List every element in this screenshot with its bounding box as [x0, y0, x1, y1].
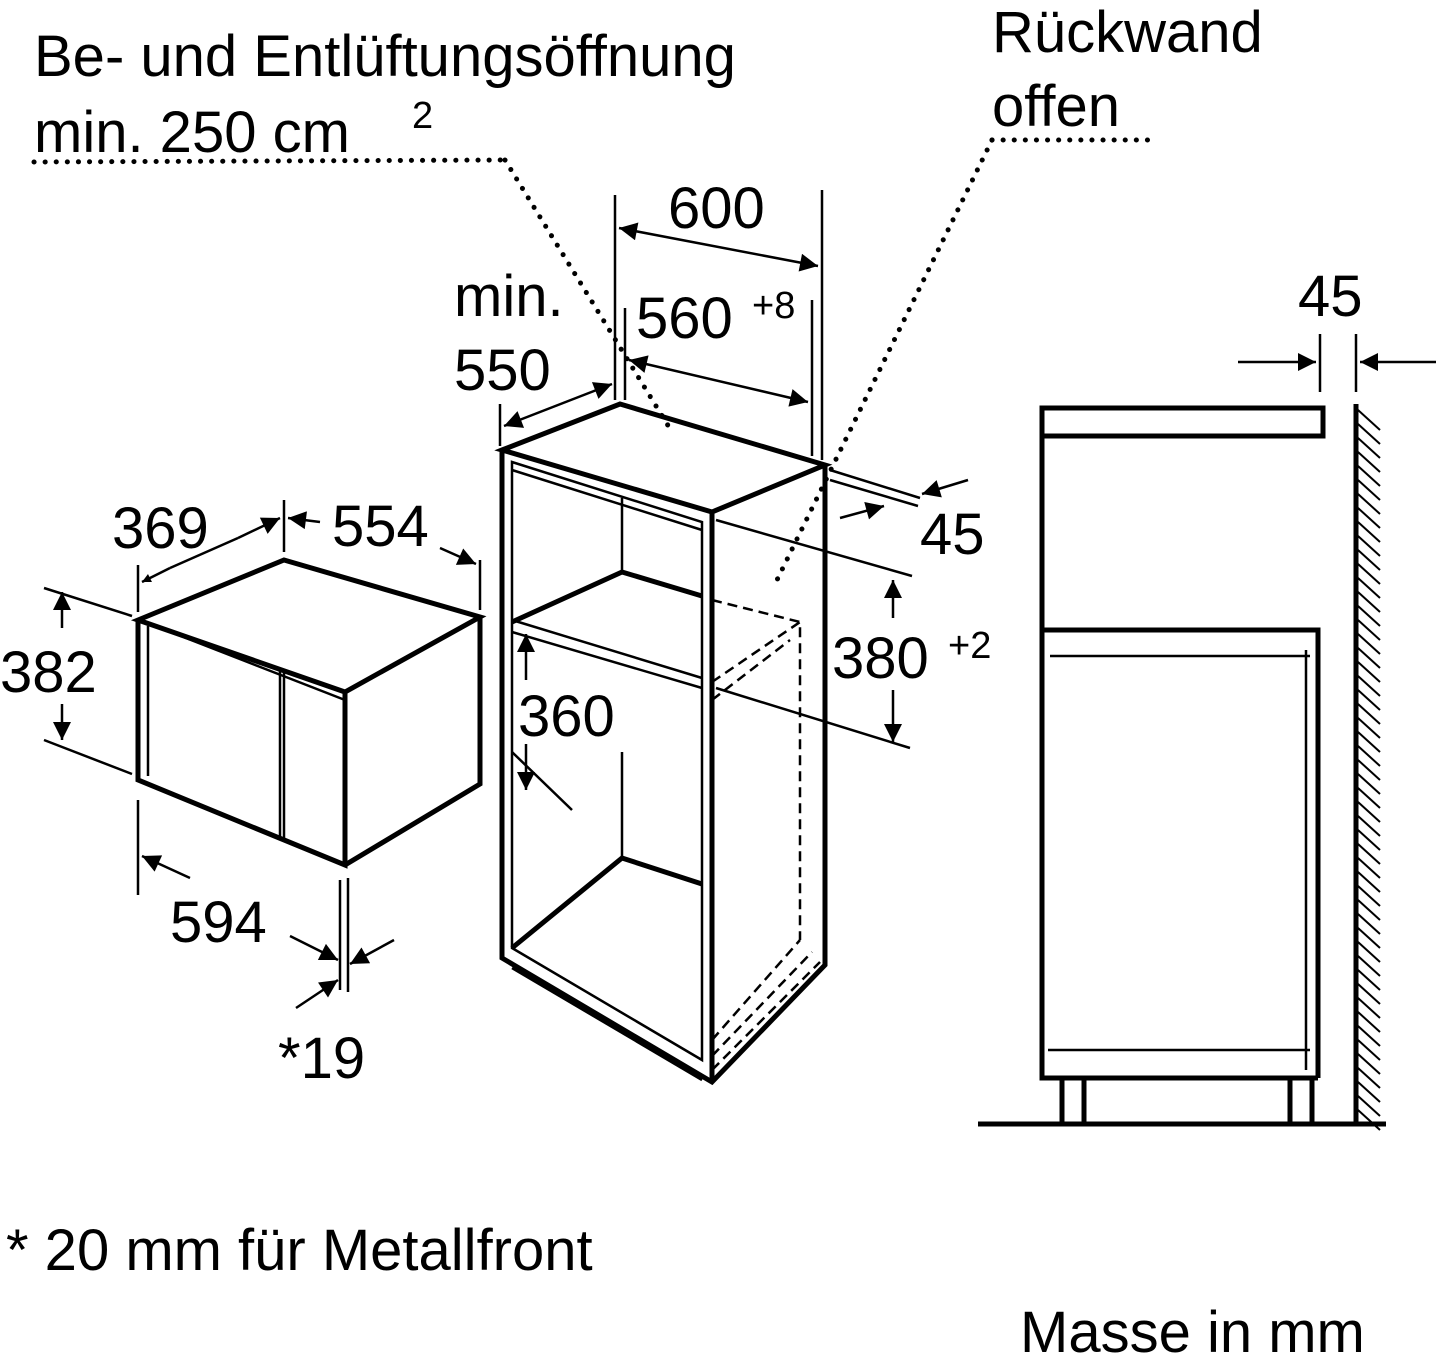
- back-wall-label-line2: offen: [992, 74, 1120, 139]
- hatch-line: [1357, 997, 1381, 1019]
- units-note: Masse in mm: [1020, 1300, 1365, 1358]
- hatch-line: [1357, 1053, 1381, 1075]
- hatch-line: [1357, 493, 1381, 515]
- cabinet-dimensions: [498, 190, 969, 811]
- hatch-line: [1357, 437, 1381, 459]
- microwave-appliance: [130, 557, 487, 869]
- dim-554-label: 554: [332, 494, 429, 559]
- dim-550-label: 550: [454, 338, 551, 403]
- hatch-line: [1357, 689, 1381, 711]
- ventilation-label-sup: 2: [412, 95, 433, 137]
- hatch-line: [1357, 787, 1381, 809]
- hatch-line: [1357, 661, 1381, 683]
- hatch-line: [1357, 591, 1381, 613]
- hatch-line: [1357, 885, 1381, 907]
- dim-382-label: 382: [0, 640, 97, 705]
- dim-369-label: 369: [112, 496, 209, 561]
- hatch-line: [1357, 619, 1381, 641]
- footnote: * 20 mm für Metallfront: [6, 1218, 593, 1283]
- dim-380-label: 380: [832, 626, 929, 691]
- hatch-line: [1357, 857, 1381, 879]
- dim-45-side-label: 45: [920, 502, 985, 567]
- hatch-line: [1357, 577, 1381, 599]
- hatch-line: [1357, 829, 1381, 851]
- side-view-cabinet: [978, 404, 1386, 1127]
- hatch-line: [1357, 1067, 1381, 1089]
- dim-600-label: 600: [668, 176, 765, 241]
- hatch-line: [1357, 409, 1381, 431]
- hatch-line: [1357, 815, 1381, 837]
- back-wall-label-line1: Rückwand: [992, 0, 1263, 65]
- ventilation-label-line1: Be- und Entlüftungsöffnung: [34, 24, 736, 89]
- ventilation-underline: [31, 157, 508, 165]
- hatch-line: [1357, 563, 1381, 585]
- hatch-line: [1357, 745, 1381, 767]
- dim-45-top-label: 45: [1298, 264, 1363, 329]
- hatch-line: [1357, 843, 1381, 865]
- hatch-line: [1357, 801, 1381, 823]
- dim-560-label: 560: [636, 286, 733, 351]
- hatch-line: [1357, 1095, 1381, 1117]
- hatch-line: [1357, 759, 1381, 781]
- hatch-line: [1357, 647, 1381, 669]
- wall-hatching: [1357, 409, 1381, 1131]
- hatch-line: [1357, 451, 1381, 473]
- hatch-line: [1357, 605, 1381, 627]
- hatch-line: [1357, 703, 1381, 725]
- hatch-line: [1357, 1025, 1381, 1047]
- hatch-line: [1357, 871, 1381, 893]
- hatch-line: [1357, 465, 1381, 487]
- dim-594-label: 594: [170, 890, 267, 955]
- hatch-line: [1357, 1081, 1381, 1103]
- hatch-line: [1357, 633, 1381, 655]
- hatch-line: [1357, 717, 1381, 739]
- hatch-line: [1357, 1039, 1381, 1061]
- side-view-dimensions: [1238, 334, 1436, 392]
- hatch-line: [1357, 927, 1381, 949]
- ventilation-label-line2: min. 250 cm: [34, 100, 350, 165]
- hatch-line: [1357, 969, 1381, 991]
- back-wall-leader: [773, 137, 995, 585]
- hatch-line: [1357, 983, 1381, 1005]
- hatch-line: [1357, 1011, 1381, 1033]
- hatch-line: [1357, 675, 1381, 697]
- hatch-line: [1357, 479, 1381, 501]
- dim-19-label: *19: [278, 1026, 365, 1091]
- hatch-line: [1357, 423, 1381, 445]
- microwave-dimensions: [43, 500, 482, 1010]
- hatch-line: [1357, 955, 1381, 977]
- hatch-line: [1357, 521, 1381, 543]
- hatch-line: [1357, 731, 1381, 753]
- hatch-line: [1357, 535, 1381, 557]
- dim-360-label: 360: [518, 684, 615, 749]
- dim-min-label: min.: [454, 264, 564, 329]
- hatch-line: [1357, 773, 1381, 795]
- dim-380-sup: +2: [948, 625, 991, 667]
- dim-560-sup: +8: [752, 285, 795, 327]
- hatch-line: [1357, 899, 1381, 921]
- hatch-line: [1357, 507, 1381, 529]
- hatch-line: [1357, 941, 1381, 963]
- hatch-line: [1357, 1109, 1381, 1131]
- hatch-line: [1357, 913, 1381, 935]
- hatch-line: [1357, 549, 1381, 571]
